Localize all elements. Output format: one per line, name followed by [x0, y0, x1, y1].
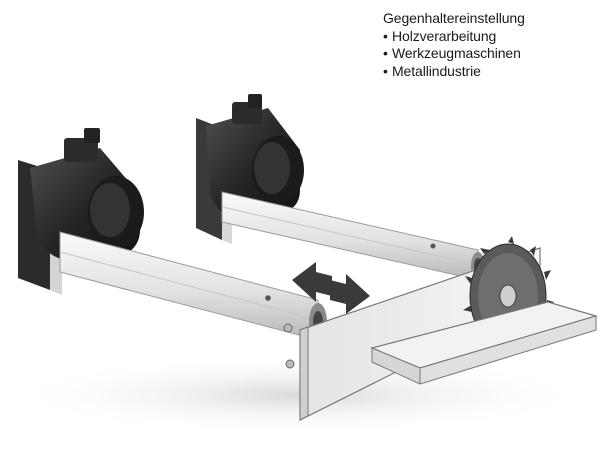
arrow-left-icon — [292, 262, 332, 302]
caption-item-label: Metallindustrie — [392, 62, 481, 79]
caption-title: Gegenhaltereinstellung — [383, 10, 525, 26]
caption-block: Gegenhaltereinstellung •Holzverarbeitung… — [383, 10, 525, 80]
caption-item-label: Werkzeugmaschinen — [392, 45, 521, 61]
direction-arrows-icon — [292, 262, 370, 314]
bullet: • — [383, 62, 388, 79]
workpiece-board — [370, 301, 599, 385]
bullet: • — [383, 27, 388, 44]
bullet: • — [383, 45, 388, 61]
caption-item-label: Holzverarbeitung — [392, 27, 497, 44]
arrow-right-icon — [330, 274, 370, 314]
caption-item: •Holzverarbeitung — [383, 28, 525, 46]
back-motor-icon — [206, 94, 304, 220]
caption-item: •Werkzeugmaschinen — [383, 45, 525, 63]
front-motor-icon — [30, 128, 144, 262]
caption-item: •Metallindustrie — [383, 63, 525, 81]
back-actuator — [196, 94, 485, 281]
